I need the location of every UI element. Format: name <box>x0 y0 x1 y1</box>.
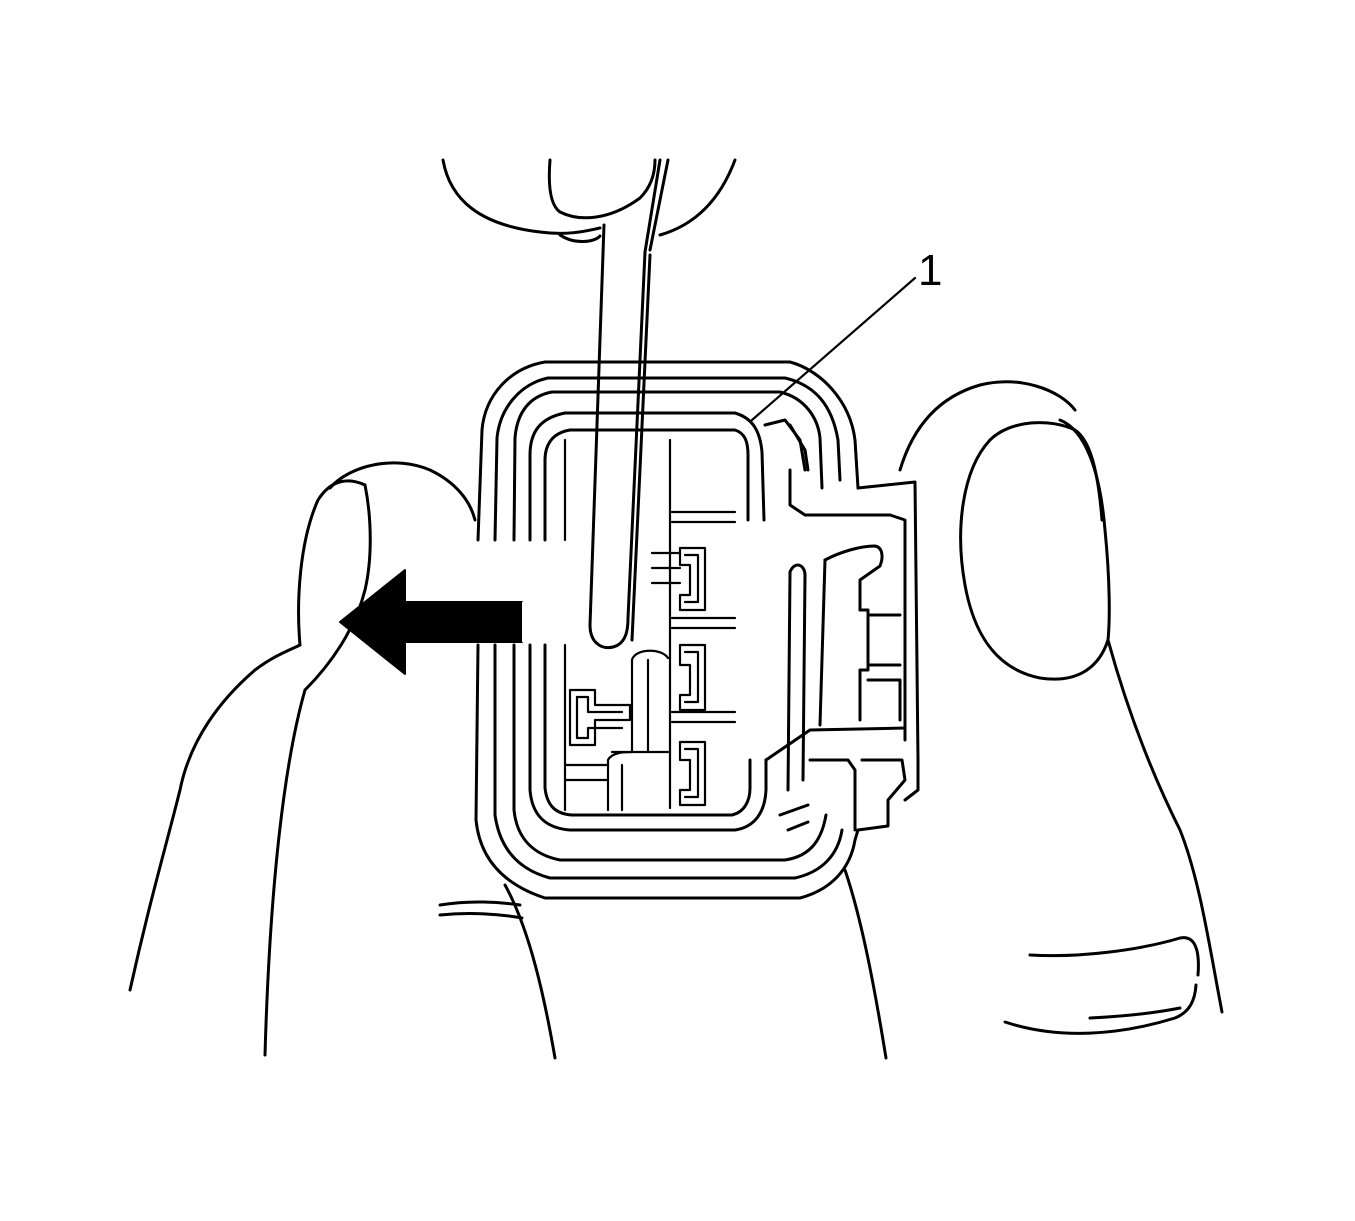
connector-body <box>474 360 920 900</box>
callout-label: 1 <box>918 246 942 295</box>
callout-leader-line <box>750 276 917 422</box>
pick-tool <box>588 158 670 650</box>
direction-arrow <box>339 569 528 675</box>
right-hand <box>843 380 1224 1060</box>
top-thumb <box>441 158 737 243</box>
callout-1: 1 <box>750 246 942 422</box>
left-hand <box>128 461 557 1060</box>
